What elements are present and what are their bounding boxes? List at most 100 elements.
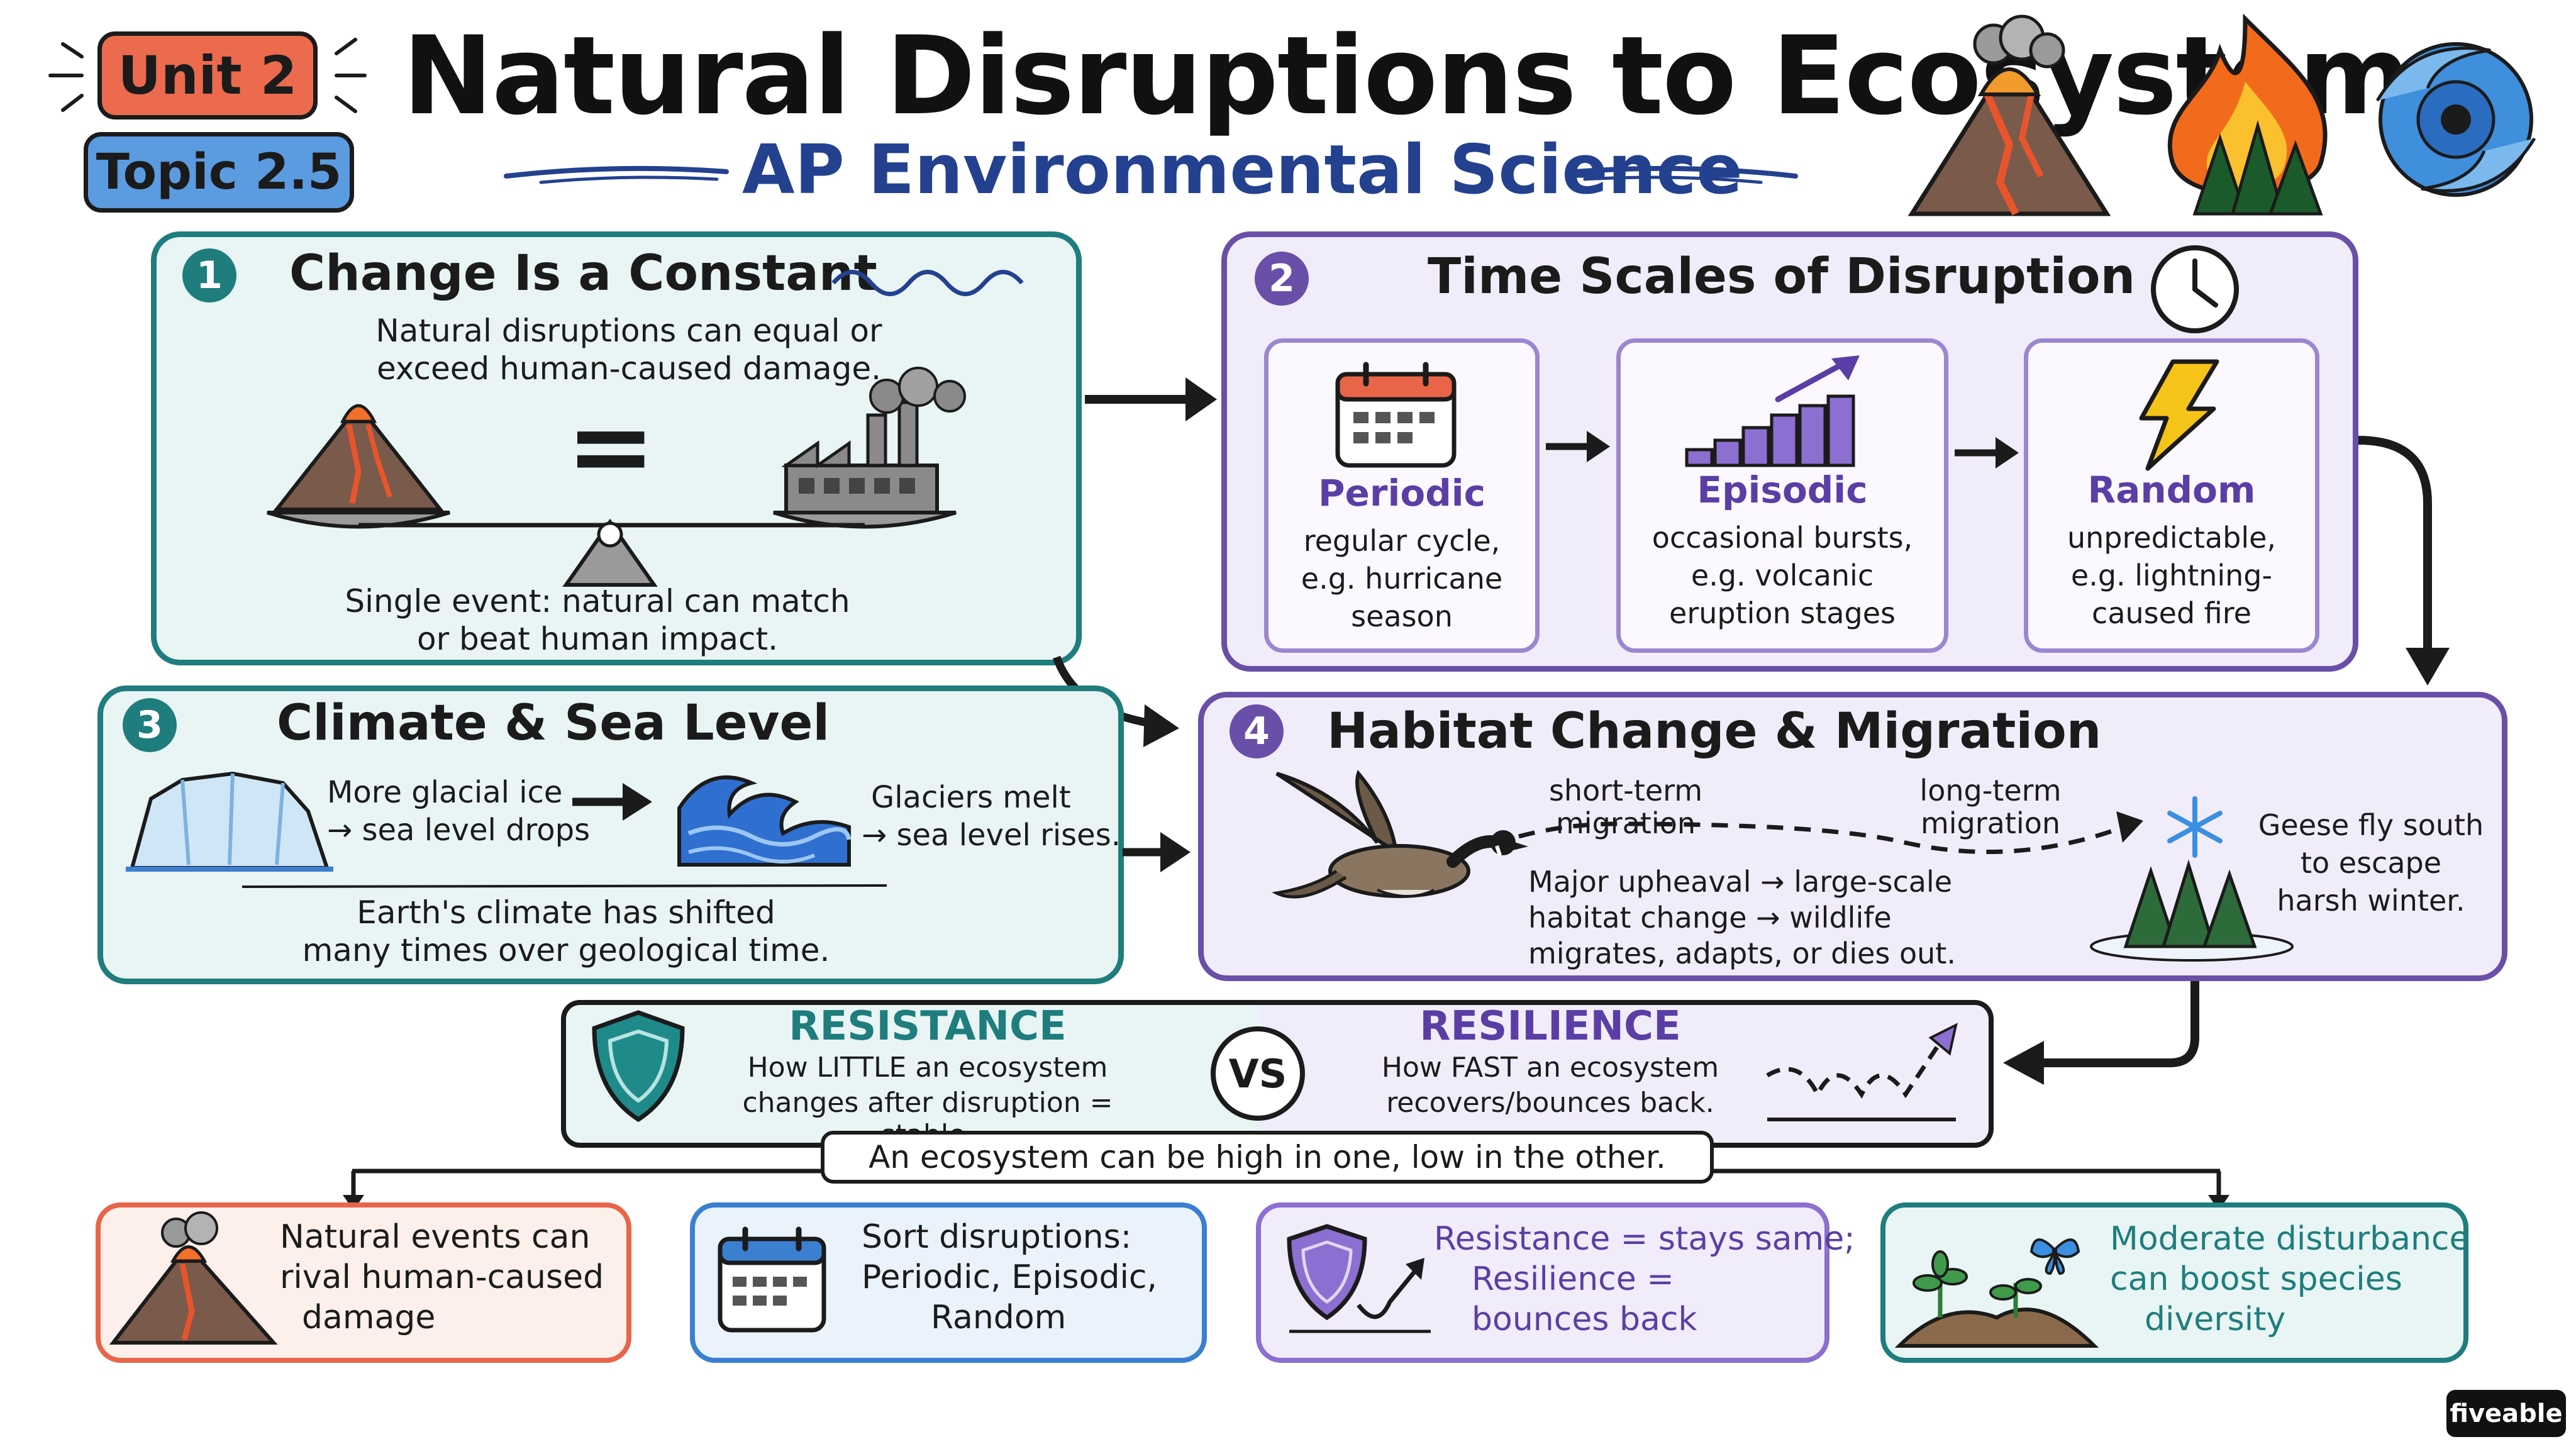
geese-line3: harsh winter. bbox=[2277, 884, 2465, 918]
panel-change-is-constant bbox=[151, 231, 1082, 665]
periodic-line3: season bbox=[1351, 599, 1453, 633]
panel1-intro-line1: Natural disruptions can equal or bbox=[375, 313, 882, 349]
shield-icon bbox=[592, 1010, 685, 1123]
summary-volcano-icon bbox=[109, 1211, 278, 1345]
snowy-trees-icon bbox=[2090, 859, 2294, 962]
summary2-line2: Periodic, Episodic, bbox=[862, 1258, 1158, 1296]
summary3-line1: Resistance = stays same; bbox=[1434, 1220, 1855, 1258]
unit-badge: Unit 2 bbox=[97, 31, 318, 119]
upheaval-line1: Major upheaval → large-scale bbox=[1528, 865, 1953, 899]
wave-decoration bbox=[831, 270, 1024, 296]
panel1-intro-line2: exceed human-caused damage. bbox=[376, 350, 882, 387]
hurricane-icon bbox=[2375, 42, 2536, 197]
geese-line2: to escape bbox=[2300, 846, 2442, 880]
glacier-icon bbox=[126, 771, 333, 872]
clock-icon bbox=[2151, 245, 2239, 333]
badge-sparkle-left bbox=[48, 42, 84, 112]
arrow-panel1-to-panel2 bbox=[1085, 377, 1217, 421]
random-line1: unpredictable, bbox=[2067, 521, 2277, 555]
summary4-line2: can boost species bbox=[2110, 1260, 2402, 1298]
summary2-line1: Sort disruptions: bbox=[862, 1218, 1132, 1256]
summary4-line1: Moderate disturbance bbox=[2110, 1220, 2470, 1258]
periodic-line1: regular cycle, bbox=[1303, 524, 1501, 558]
periodic-line2: e.g. hurricane bbox=[1301, 562, 1503, 596]
page-subtitle: AP Environmental Science bbox=[742, 131, 1743, 209]
migration-path-dashed bbox=[1518, 811, 2143, 855]
arrow-ice-to-waves bbox=[572, 783, 652, 821]
random-line3: caused fire bbox=[2092, 596, 2251, 630]
random-line2: e.g. lightning- bbox=[2070, 558, 2273, 592]
lightning-icon bbox=[2139, 359, 2219, 471]
topic-badge: Topic 2.5 bbox=[84, 132, 354, 213]
long-term-line2: migration bbox=[1920, 806, 2060, 840]
badge-sparkle-right bbox=[335, 38, 367, 113]
resilience-line1: How FAST an ecosystem bbox=[1381, 1052, 1719, 1084]
short-term-line1: short-term bbox=[1548, 774, 1703, 808]
snowflake-icon bbox=[2167, 796, 2223, 858]
summary2-line3: Random bbox=[931, 1299, 1067, 1336]
resilience-line2: recovers/bounces back. bbox=[1386, 1087, 1714, 1119]
arrow-panel3-to-panel4 bbox=[1123, 832, 1191, 872]
summary-plants-butterfly-icon bbox=[1894, 1238, 2099, 1348]
card-episodic: Episodic occasional bursts, e.g. volcani… bbox=[1616, 338, 1948, 653]
summary-shield-bounce-icon bbox=[1287, 1224, 1431, 1333]
unit-badge-label: Unit 2 bbox=[118, 45, 297, 106]
ocean-waves-icon bbox=[677, 775, 852, 867]
equals-sign: = bbox=[566, 384, 656, 509]
volcano-icon bbox=[1907, 14, 2111, 216]
vs-label: VS bbox=[1228, 1050, 1287, 1097]
arrow-panel2-to-panel4 bbox=[2358, 436, 2450, 686]
panel1-caption-line2: or beat human impact. bbox=[417, 621, 778, 657]
panel1-title: Change Is a Constant bbox=[289, 245, 877, 302]
episodic-line1: occasional bursts, bbox=[1652, 521, 1913, 555]
card-periodic: Periodic regular cycle, e.g. hurricane s… bbox=[1264, 338, 1540, 653]
glacial-ice-line1: More glacial ice bbox=[327, 775, 563, 810]
periodic-heading: Periodic bbox=[1318, 472, 1485, 514]
glacial-ice-line2: → sea level drops bbox=[327, 813, 591, 848]
resistance-line1: How LITTLE an ecosystem bbox=[747, 1052, 1108, 1084]
summary1-line1: Natural events can bbox=[280, 1218, 591, 1256]
balance-scale-illustration bbox=[267, 367, 966, 587]
card-random: Random unpredictable, e.g. lightning- ca… bbox=[2024, 338, 2319, 653]
goose-icon bbox=[1271, 769, 1528, 899]
page-title: Natural Disruptions to Ecosystems bbox=[402, 13, 2474, 139]
bounce-back-icon bbox=[1766, 1023, 1958, 1121]
panel-habitat-migration bbox=[1198, 692, 2507, 981]
subtitle-line-left bbox=[504, 165, 729, 184]
panel1-caption-line1: Single event: natural can match bbox=[345, 583, 850, 619]
panel2-title: Time Scales of Disruption bbox=[1428, 248, 2136, 305]
resilience-title: RESILIENCE bbox=[1419, 1003, 1681, 1050]
arrow-periodic-to-episodic bbox=[1546, 431, 1610, 462]
glaciers-melt-line2: → sea level rises. bbox=[862, 818, 1121, 853]
episodic-line2: e.g. volcanic bbox=[1690, 558, 1874, 592]
panel3-divider bbox=[242, 884, 887, 888]
arrow-panel4-to-comparison bbox=[2003, 981, 2199, 1085]
summary1-line3: damage bbox=[302, 1299, 436, 1336]
bar-chart-icon bbox=[1685, 355, 1860, 467]
panel4-title: Habitat Change & Migration bbox=[1327, 703, 2102, 760]
geese-line1: Geese fly south bbox=[2258, 808, 2484, 842]
glaciers-melt-line1: Glaciers melt bbox=[871, 780, 1071, 815]
arrow-episodic-to-random bbox=[1955, 437, 2019, 469]
fiveable-logo: fiveable bbox=[2446, 1390, 2566, 1437]
panel3-number: 3 bbox=[123, 698, 177, 752]
comparison-note: An ecosystem can be high in one, low in … bbox=[821, 1131, 1714, 1184]
upheaval-line2: habitat change → wildlife bbox=[1528, 901, 1892, 935]
episodic-line3: eruption stages bbox=[1669, 596, 1896, 630]
long-term-line1: long-term bbox=[1919, 774, 2062, 808]
panel4-number: 4 bbox=[1230, 704, 1284, 758]
fiveable-logo-text: fiveable bbox=[2450, 1399, 2563, 1428]
panel2-number: 2 bbox=[1255, 252, 1309, 306]
summary3-line3: bounces back bbox=[1472, 1301, 1697, 1338]
summary-calendar-icon bbox=[718, 1226, 826, 1333]
summary3-line2: Resilience = bbox=[1472, 1260, 1674, 1298]
panel3-caption-line2: many times over geological time. bbox=[302, 932, 830, 969]
summary1-line2: rival human-caused bbox=[280, 1258, 604, 1296]
topic-badge-label: Topic 2.5 bbox=[96, 144, 342, 201]
subtitle-line-right bbox=[1573, 165, 1798, 184]
vs-badge: VS bbox=[1211, 1026, 1305, 1121]
episodic-heading: Episodic bbox=[1697, 469, 1868, 511]
summary4-line3: diversity bbox=[2145, 1301, 2286, 1338]
panel1-number: 1 bbox=[182, 248, 236, 303]
resistance-title: RESISTANCE bbox=[789, 1003, 1067, 1050]
